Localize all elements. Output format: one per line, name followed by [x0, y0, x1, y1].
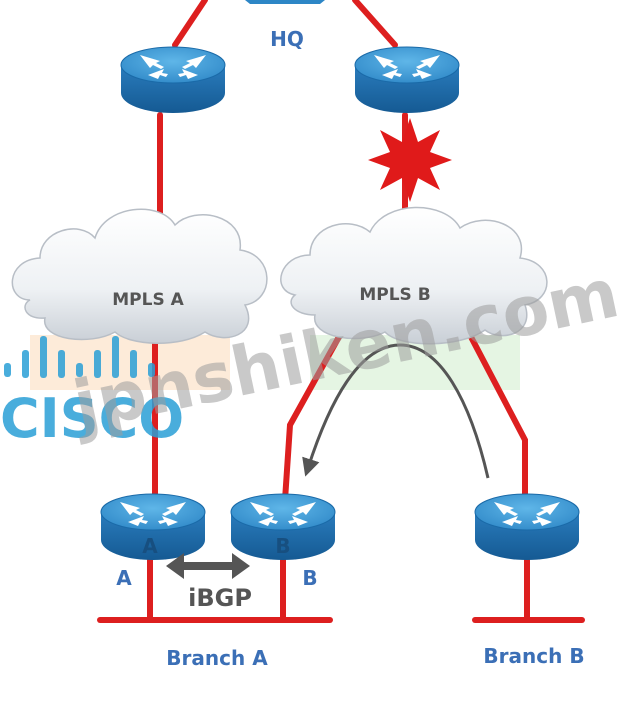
- link-hq-left: [172, 0, 208, 48]
- hq-router-fragment: [245, 0, 325, 4]
- router-b-mark: B: [275, 534, 290, 558]
- router-a-side-label: A: [116, 566, 132, 590]
- router-b-side-label: B: [302, 566, 317, 590]
- router-icon-branch-b: [474, 493, 580, 561]
- branch-b-label: Branch B: [483, 644, 584, 668]
- failure-burst-icon: [368, 118, 452, 202]
- mpls-a-cloud: [11, 208, 268, 344]
- mpls-b-cloud: [280, 206, 548, 345]
- router-icon-hq-right: [354, 46, 460, 114]
- branch-a-label: Branch A: [166, 646, 268, 670]
- link-hq-right: [352, 0, 398, 48]
- mpls-b-label: MPLS B: [359, 285, 430, 305]
- cisco-logo-text: CISCO: [0, 387, 184, 450]
- cisco-logo: CISCO: [0, 336, 184, 450]
- double-arrow-icon: [166, 553, 250, 579]
- mpls-a-label: MPLS A: [112, 290, 184, 310]
- router-a-mark: A: [142, 534, 158, 558]
- ibgp-label: iBGP: [188, 584, 252, 612]
- link-mpls-b-branch-b: [467, 332, 528, 501]
- router-icon-hq-left: [120, 46, 226, 114]
- hq-label: HQ: [270, 27, 304, 51]
- curved-arrow-icon: [302, 343, 490, 479]
- link-mpls-b-router-b: [282, 332, 343, 503]
